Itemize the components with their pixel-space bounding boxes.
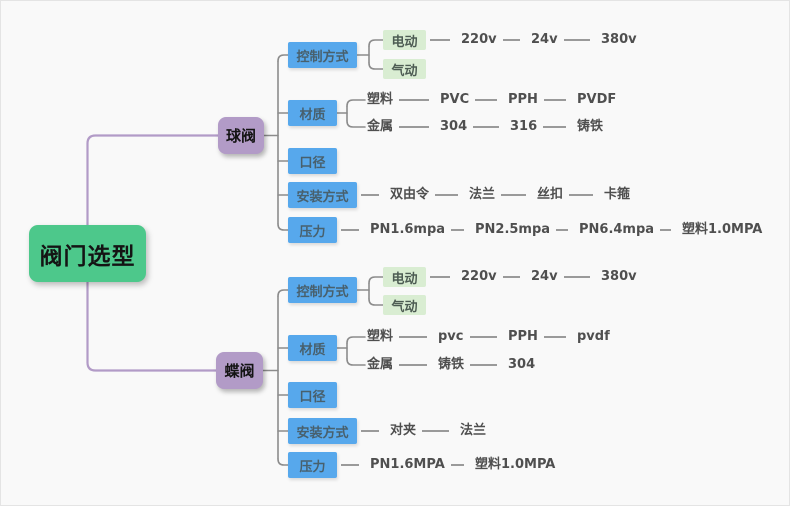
connector-elbow: [86, 361, 218, 372]
connector-elbow: [277, 54, 289, 62]
text-plastic10-ball[interactable]: 塑料1.0MPA: [682, 222, 763, 238]
connector-elbow: [346, 99, 366, 107]
text-cast-iron-ball[interactable]: 铸铁: [577, 119, 604, 135]
text-pph-butterfly[interactable]: PPH: [508, 329, 538, 345]
text-304-ball[interactable]: 304: [440, 119, 468, 135]
leaf-pneumatic-ball[interactable]: 气动: [383, 59, 426, 79]
text-220v-ball[interactable]: 220v: [461, 32, 497, 48]
connector-elbow: [368, 62, 384, 70]
connector-elbow: [346, 120, 366, 128]
text-wafer-butterfly[interactable]: 对夹: [390, 423, 417, 439]
connector-elbow: [368, 276, 384, 284]
text-plastic-butterfly[interactable]: 塑料: [367, 329, 394, 345]
topic-installation-ball[interactable]: 安装方式: [288, 182, 357, 208]
text-380v-butterfly[interactable]: 380v: [601, 269, 637, 285]
connector-elbow: [346, 358, 366, 366]
text-cast-iron-butterfly[interactable]: 铸铁: [438, 357, 465, 373]
text-pn16-ball[interactable]: PN1.6mpa: [370, 222, 446, 238]
topic-material-ball[interactable]: 材质: [288, 100, 337, 126]
text-pn16-butterfly[interactable]: PN1.6MPA: [370, 457, 445, 473]
text-double-union-ball[interactable]: 双由令: [390, 187, 430, 203]
branch-ball-valve[interactable]: 球阀: [218, 117, 264, 154]
text-clamp-ball[interactable]: 卡箍: [604, 187, 631, 203]
topic-installation-butterfly[interactable]: 安装方式: [288, 418, 357, 444]
text-380v-ball[interactable]: 380v: [601, 32, 637, 48]
text-plastic-ball[interactable]: 塑料: [367, 92, 394, 108]
text-thread-ball[interactable]: 丝扣: [537, 187, 564, 203]
text-metal-butterfly[interactable]: 金属: [367, 357, 394, 373]
text-metal-ball[interactable]: 金属: [367, 119, 394, 135]
text-plastic10-butterfly[interactable]: 塑料1.0MPA: [475, 457, 556, 473]
connector-elbow: [368, 298, 384, 306]
topic-control-mode-butterfly[interactable]: 控制方式: [288, 277, 357, 303]
topic-control-mode-ball[interactable]: 控制方式: [288, 42, 357, 68]
text-304-butterfly[interactable]: 304: [508, 357, 536, 373]
connector-elbow: [277, 458, 289, 466]
topic-diameter-ball[interactable]: 口径: [288, 148, 337, 174]
text-pvc-ball[interactable]: PVC: [440, 92, 470, 108]
text-pvdf-butterfly[interactable]: pvdf: [577, 329, 610, 345]
text-24v-ball[interactable]: 24v: [531, 32, 558, 48]
text-220v-butterfly[interactable]: 220v: [461, 269, 497, 285]
branch-butterfly-valve[interactable]: 蝶阀: [216, 352, 263, 389]
leaf-pneumatic-butterfly[interactable]: 气动: [383, 295, 426, 315]
topic-diameter-butterfly[interactable]: 口径: [288, 382, 337, 408]
connector-elbow: [368, 39, 384, 47]
topic-material-butterfly[interactable]: 材质: [288, 335, 337, 361]
text-flange-ball[interactable]: 法兰: [469, 187, 496, 203]
connector-elbow: [277, 289, 289, 297]
leaf-electric-butterfly[interactable]: 电动: [383, 267, 426, 287]
text-316-ball[interactable]: 316: [510, 119, 538, 135]
topic-pressure-ball[interactable]: 压力: [288, 217, 337, 243]
text-pvc-butterfly[interactable]: pvc: [438, 329, 464, 345]
root-valve-selection[interactable]: 阀门选型: [29, 225, 146, 282]
connector-elbow: [277, 223, 289, 231]
leaf-electric-ball[interactable]: 电动: [383, 30, 426, 50]
text-flange-butterfly[interactable]: 法兰: [460, 423, 487, 439]
text-pvdf-ball[interactable]: PVDF: [577, 92, 617, 108]
connector-elbow: [86, 134, 220, 145]
text-pn64-ball[interactable]: PN6.4mpa: [579, 222, 655, 238]
connector-elbow: [346, 336, 366, 344]
topic-pressure-butterfly[interactable]: 压力: [288, 452, 337, 478]
text-pph-ball[interactable]: PPH: [508, 92, 538, 108]
text-pn25-ball[interactable]: PN2.5mpa: [475, 222, 551, 238]
text-24v-butterfly[interactable]: 24v: [531, 269, 558, 285]
